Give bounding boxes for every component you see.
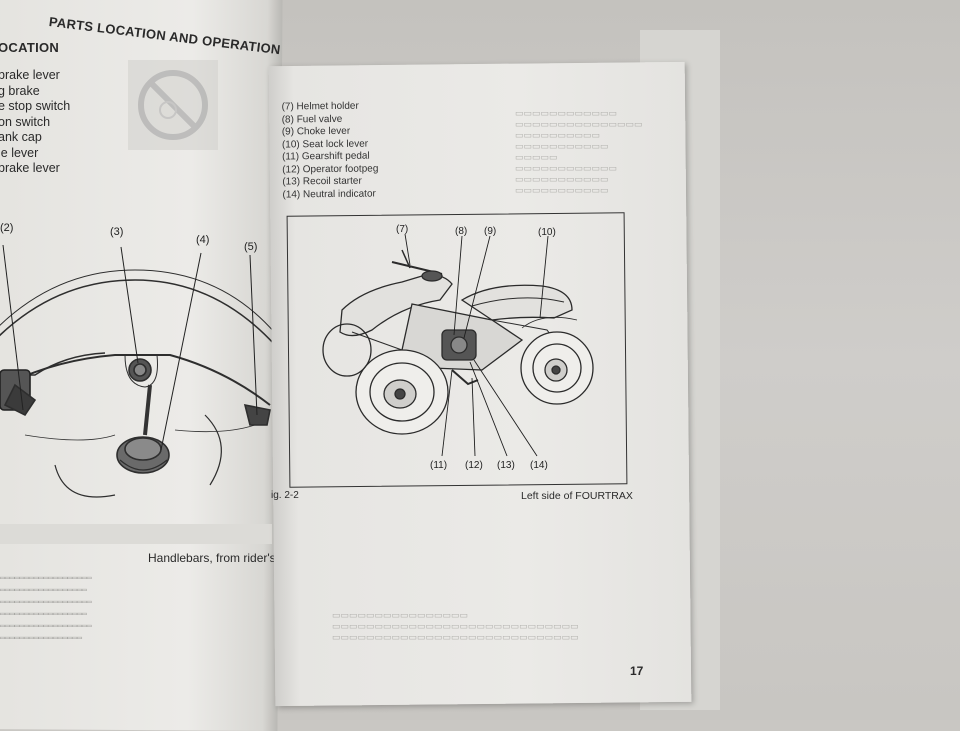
list-item: ank cap [0,130,42,144]
left-figure-caption: Handlebars, from rider's p [148,551,286,565]
left-caption-bar [0,524,272,544]
right-figure-caption: Left side of FOURTRAX [521,490,633,502]
callout-5: (5) [244,241,258,253]
list-item: (14) Neutral indicator [282,188,376,201]
atv-illustration [322,233,594,457]
right-bleed-list: ▭▭▭▭▭▭▭▭▭▭▭▭▭▭▭▭▭▭▭▭▭▭▭▭▭▭▭▭▭▭▭▭▭▭▭▭▭▭▭▭… [515,108,643,195]
list-item: brake lever [0,68,60,82]
list-item: le lever [0,145,39,160]
list-item: (9) Choke lever [281,125,351,138]
callout-13: (13) [497,460,515,471]
callout-2: (2) [0,222,14,234]
page-number: 17 [630,664,644,678]
right-bleed-bottom: ▭▭▭▭▭▭▭▭▭▭▭▭▭▭▭▭▭▭▭▭▭▭▭▭▭▭▭▭▭▭▭▭▭▭▭▭▭▭▭▭… [332,610,579,642]
callout-12: (12) [465,460,483,471]
list-item: (7) Helmet holder [281,100,359,113]
right-parts-list: (7) Helmet holder (8) Fuel valve (9) Cho… [281,100,378,201]
list-item: g brake [0,83,40,98]
callout-11: (11) [430,460,448,471]
list-item: (8) Fuel valve [281,113,343,126]
list-item: (13) Recoil starter [282,175,362,188]
figure-number-label: ig. 2-2 [271,490,299,501]
callout-4: (4) [196,234,210,246]
callout-7: (7) [396,224,409,235]
left-section-title: OCATION [0,40,60,55]
callout-3: (3) [110,226,124,238]
callout-9: (9) [484,226,497,237]
callout-8: (8) [455,226,468,237]
list-item: e stop switch [0,99,71,113]
left-bleed-through-text: ▭▭▭▭▭▭▭▭▭▭▭▭▭▭▭▭▭▭▭▭▭▭▭▭▭▭▭▭▭▭▭▭▭▭▭▭▭▭▭▭… [0,573,92,642]
list-item: brake lever [0,161,60,175]
handlebar-illustration [0,244,275,498]
list-item: on switch [0,114,51,129]
callout-10: (10) [538,227,556,238]
list-item: (10) Seat lock lever [281,138,369,151]
warning-pictogram-icon [128,60,218,150]
left-parts-list: brake lever g brake e stop switch on swi… [0,68,70,177]
list-item: (11) Gearshift pedal [282,150,370,163]
callout-14: (14) [530,460,548,471]
list-item: (12) Operator footpeg [282,162,379,176]
